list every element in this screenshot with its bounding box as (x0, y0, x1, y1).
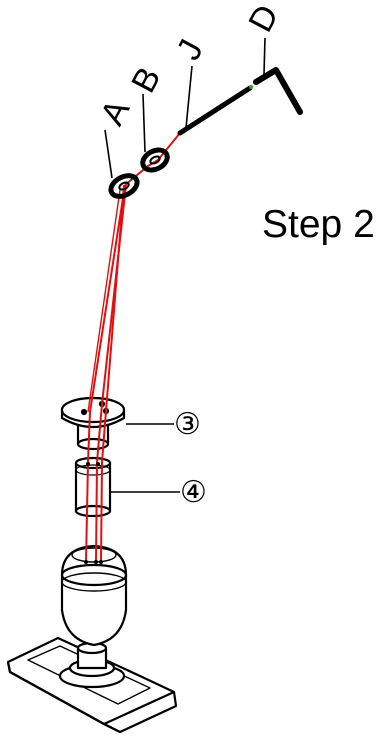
thread-guide-hook-d (253, 67, 303, 115)
thread-guide-eyelet-a (108, 173, 140, 199)
label-rod-j: J (169, 33, 211, 66)
label-guide-a: A (93, 93, 137, 131)
spool-holes (84, 462, 103, 564)
thread-guide-rod-j (177, 85, 253, 136)
callout-part-3: ③ (174, 408, 201, 441)
leader-lines (104, 37, 266, 493)
thread-guide-tube-4 (74, 456, 112, 518)
label-hook-d: D (241, 0, 286, 38)
step-title: Step 2 (262, 203, 375, 246)
callout-part-4: ④ (180, 476, 207, 509)
thread-guide-disc-3 (60, 396, 126, 451)
label-guide-b: B (124, 61, 168, 99)
spool-holder (60, 544, 128, 647)
thread-guide-eyelet-b (140, 147, 170, 173)
thread-stand-base (6, 636, 178, 734)
